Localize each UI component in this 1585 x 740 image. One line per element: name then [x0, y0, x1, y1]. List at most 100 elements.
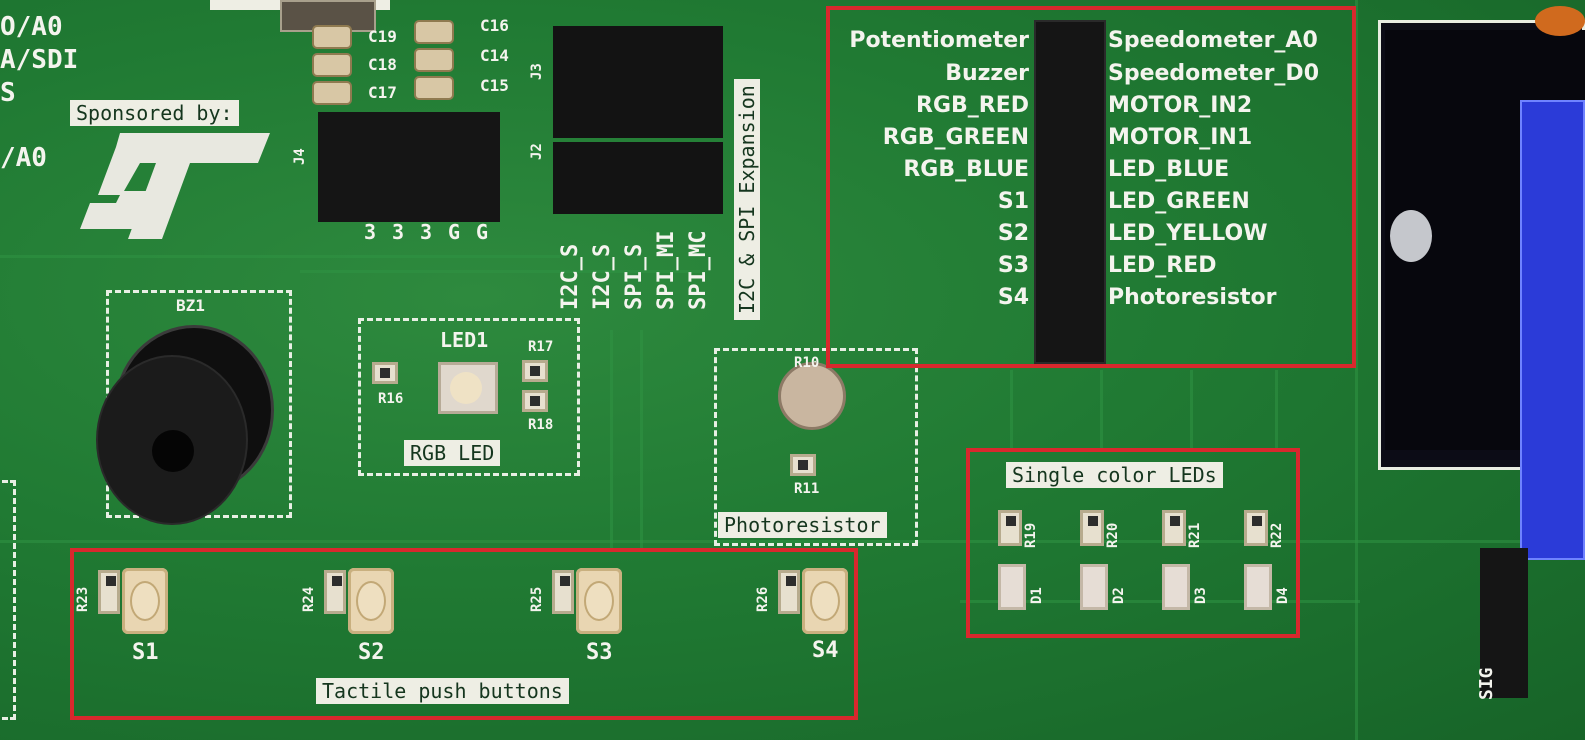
- resistor: [522, 390, 548, 412]
- rgb-outline: [358, 318, 580, 476]
- connector-left-label: Buzzer: [945, 61, 1029, 86]
- led-label: D4: [1275, 587, 1291, 604]
- resistor-label: R11: [794, 481, 820, 497]
- corner-label: /A0: [0, 143, 47, 173]
- resistor-label: R22: [1269, 522, 1285, 548]
- push-button-s3[interactable]: [576, 568, 622, 634]
- header-pin-label: G: [476, 220, 489, 244]
- led-label: D1: [1029, 587, 1045, 604]
- resistor: [552, 570, 574, 614]
- resistor-label: R24: [301, 586, 317, 612]
- capacitor-label: C14: [480, 46, 509, 65]
- header-pin-label: 3: [420, 220, 433, 244]
- header-pin-label: G: [448, 220, 461, 244]
- led: [1080, 564, 1108, 610]
- connector-left-label: RGB_RED: [916, 93, 1029, 118]
- resistor: [778, 570, 800, 614]
- expansion-title: I2C & SPI Expansion: [734, 79, 760, 320]
- expansion-pin-label: I2C_S: [558, 243, 583, 310]
- corner-label: S: [0, 78, 16, 108]
- pcb-trace: [1100, 370, 1103, 450]
- resistor: [1080, 510, 1104, 546]
- resistor: [790, 454, 816, 476]
- led: [1162, 564, 1190, 610]
- pcb-trace: [960, 600, 1360, 603]
- push-button-s4[interactable]: [802, 568, 848, 634]
- resistor: [98, 570, 120, 614]
- corner-label: O/A0: [0, 12, 63, 42]
- header-j2: [553, 142, 723, 214]
- rgb-led-ref: LED1: [440, 328, 489, 352]
- resistor-label: R23: [75, 586, 91, 612]
- header-pin-label: 3: [364, 220, 377, 244]
- resistor: [522, 360, 548, 382]
- pcb-trace: [610, 330, 613, 550]
- photoresistor: [778, 362, 846, 430]
- rgb-led-lens: [450, 372, 482, 404]
- led-label: D2: [1111, 587, 1127, 604]
- pcb-trace: [1355, 0, 1358, 740]
- button-label: S2: [358, 640, 385, 665]
- pin-header-side: [1480, 548, 1528, 698]
- photo-title: Photoresistor: [718, 512, 887, 538]
- capacitor-label: C17: [368, 83, 397, 102]
- pcb-trace: [1010, 370, 1013, 450]
- connector-left-label: S4: [997, 285, 1029, 310]
- resistor-label: R20: [1105, 522, 1121, 548]
- resistor: [998, 510, 1022, 546]
- connector-right-label: MOTOR_IN1: [1108, 125, 1253, 150]
- leds-highlight: [966, 448, 1300, 638]
- capacitor: [414, 48, 454, 72]
- pin-header: [1034, 20, 1106, 364]
- buzzer-hole: [152, 430, 194, 472]
- led: [1244, 564, 1272, 610]
- connector-right-label: Speedometer_D0: [1108, 61, 1319, 86]
- edge-label: SIG: [1476, 667, 1497, 700]
- corner-label: A/SDI: [0, 45, 79, 75]
- button-label: S4: [812, 638, 839, 663]
- resistor: [1244, 510, 1268, 546]
- capacitor-label: C15: [480, 76, 509, 95]
- orange-component: [1535, 6, 1585, 36]
- expansion-pin-label: I2C_S: [590, 243, 615, 310]
- connector-highlight: [826, 6, 1356, 368]
- connector-left-label: S2: [997, 221, 1029, 246]
- resistor-label: R26: [755, 586, 771, 612]
- buzzer-ref: BZ1: [176, 296, 205, 315]
- push-button-s1[interactable]: [122, 568, 168, 634]
- partial-outline: [0, 480, 16, 720]
- connector-right-label: LED_YELLOW: [1108, 221, 1268, 246]
- connector-left-label: Potentiometer: [849, 28, 1029, 53]
- capacitor: [414, 76, 454, 100]
- buttons-highlight: [70, 548, 858, 720]
- connector-left-label: S1: [997, 189, 1029, 214]
- resistor-label: R21: [1187, 522, 1203, 548]
- connector-right-label: LED_BLUE: [1108, 157, 1230, 182]
- header-label-j2: J2: [529, 143, 545, 160]
- resistor: [324, 570, 346, 614]
- pcb-trace: [1275, 370, 1278, 450]
- connector-left-label: RGB_BLUE: [903, 157, 1029, 182]
- pcb-trace: [640, 330, 643, 550]
- pcb-trace: [1190, 370, 1193, 450]
- header-j3: [553, 26, 723, 138]
- capacitor: [312, 53, 352, 77]
- connector-right-label: LED_RED: [1108, 253, 1217, 278]
- push-button-s2[interactable]: [348, 568, 394, 634]
- capacitor: [312, 25, 352, 49]
- resistor-label: R16: [378, 391, 404, 407]
- capacitor: [312, 81, 352, 105]
- capacitor-label: C18: [368, 55, 397, 74]
- rgb-title: RGB LED: [404, 440, 501, 466]
- connector-right-label: Speedometer_A0: [1108, 28, 1318, 53]
- button-label: S1: [132, 640, 159, 665]
- sponsor-label: Sponsored by:: [70, 100, 239, 126]
- capacitor: [414, 20, 454, 44]
- expansion-pin-label: SPI_MI: [654, 230, 679, 310]
- pcb-trace: [0, 540, 1585, 543]
- header-small: [318, 112, 500, 222]
- capacitor-can: [1390, 210, 1432, 262]
- resistor-label: R25: [529, 586, 545, 612]
- led: [998, 564, 1026, 610]
